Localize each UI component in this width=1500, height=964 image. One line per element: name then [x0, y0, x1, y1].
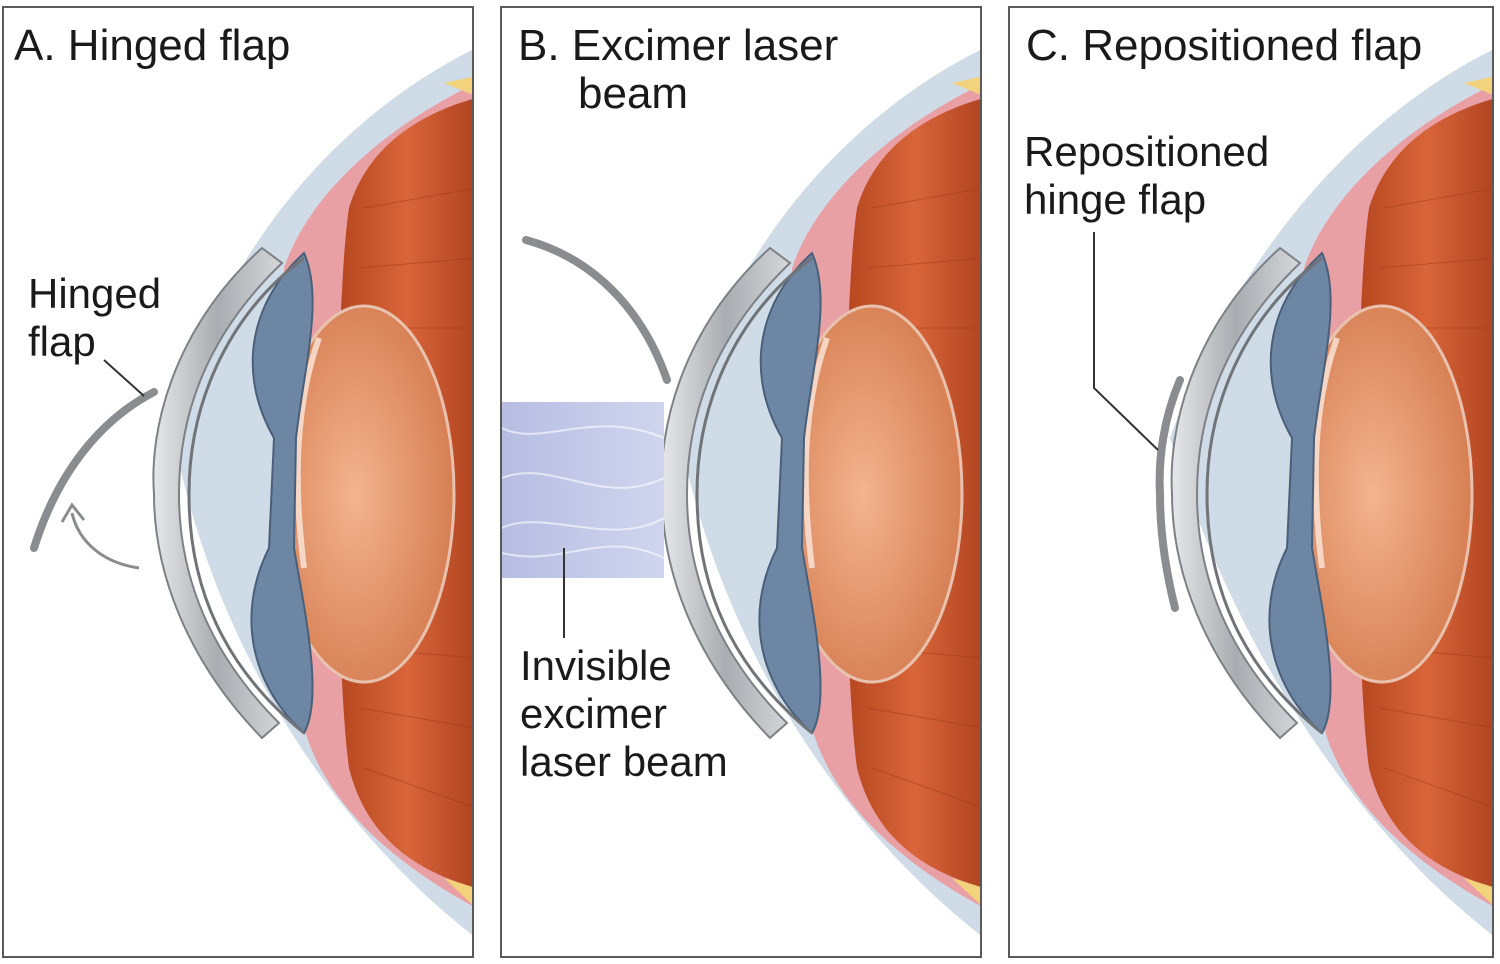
eye-illustration-a	[30, 50, 472, 935]
panel-title-line-1: B. Excimer laser	[518, 21, 839, 70]
panel-title-line-2: beam	[578, 69, 689, 118]
panel-repositioned-flap: C. Repositioned flap Repositioned hinge …	[1008, 6, 1494, 958]
panel-title: C. Repositioned flap	[1026, 21, 1423, 70]
label-line-2: hinge flap	[1024, 176, 1207, 223]
eye-illustration-b	[502, 50, 980, 935]
label-line-1: Repositioned	[1024, 128, 1270, 175]
repositioned-flap	[1155, 376, 1184, 612]
label-line-2: flap	[28, 318, 96, 365]
label-line-3: laser beam	[520, 738, 728, 785]
lifted-flap	[522, 236, 671, 384]
label-line-1: Invisible	[520, 642, 672, 689]
label-line-2: excimer	[520, 690, 668, 737]
label-line-1: Hinged	[28, 270, 162, 317]
hinged-flap	[30, 388, 158, 552]
panel-excimer-laser: B. Excimer laser beam Invisible excimer …	[500, 6, 982, 958]
panel-hinged-flap: A. Hinged flap Hinged flap	[2, 6, 474, 958]
curved-arrow-icon	[70, 512, 140, 570]
cornea	[152, 246, 284, 740]
eye-illustration-c	[1093, 50, 1492, 935]
panel-title: A. Hinged flap	[14, 21, 291, 70]
